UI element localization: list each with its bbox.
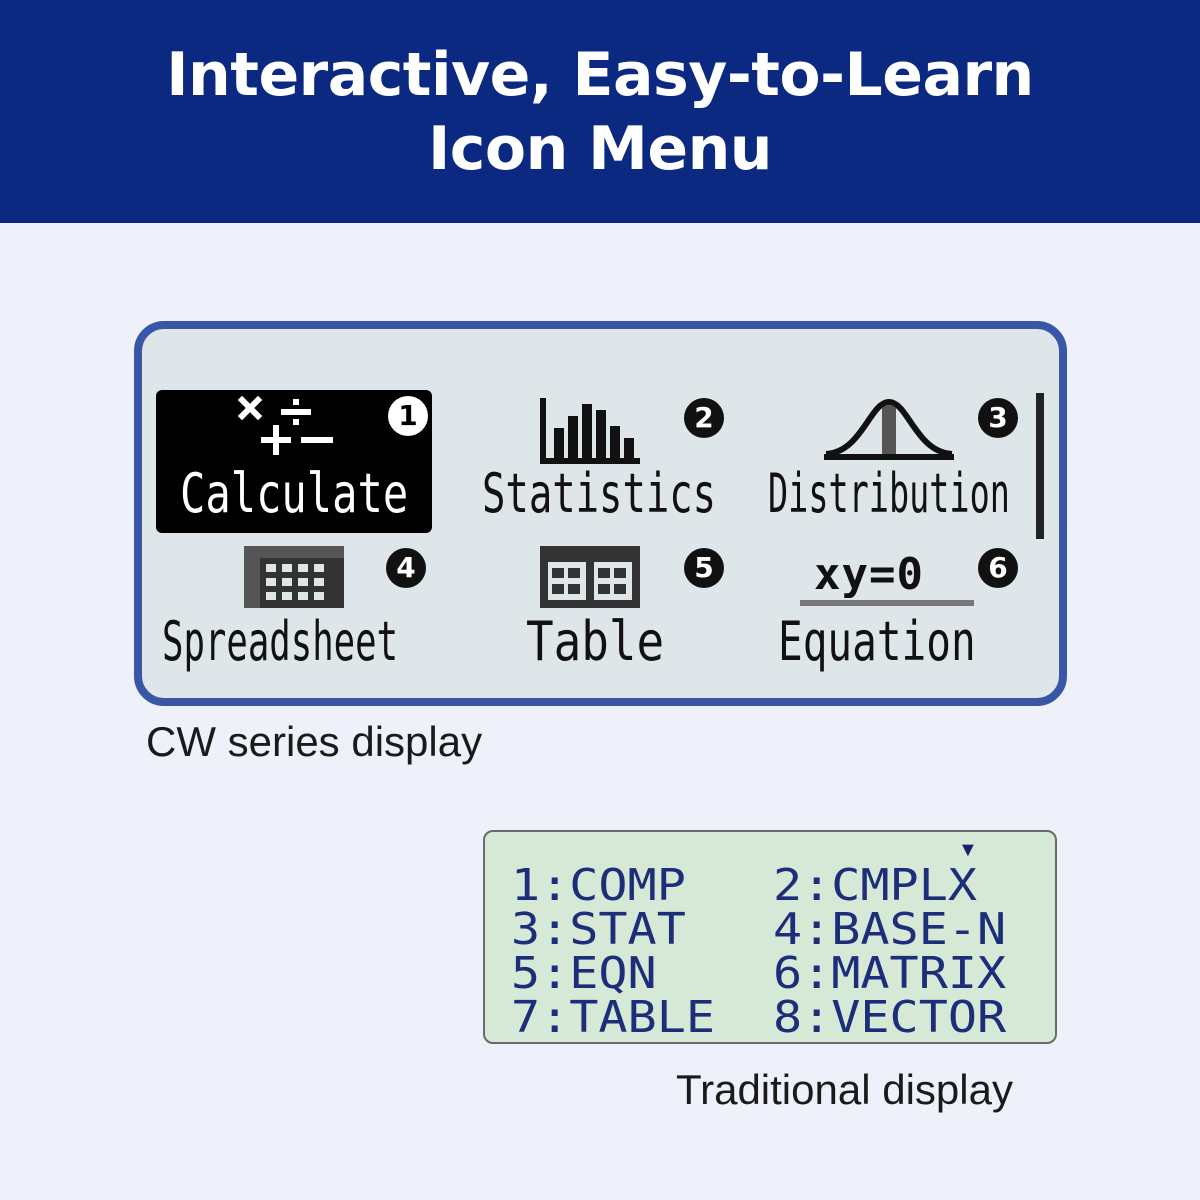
menu-item-number-badge: 1 (388, 396, 428, 436)
menu-item-label: Statistics (482, 462, 717, 525)
menu-item-equation[interactable]: xy=0 6 Equation (760, 538, 1030, 681)
spreadsheet-grid-icon (244, 546, 344, 608)
menu-item-number-badge: 2 (684, 398, 724, 438)
equation-icon-text: xy=0 (814, 549, 924, 600)
equation-icon-underline (800, 600, 974, 606)
menu-item-distribution[interactable]: 3 Distribution (760, 390, 1030, 533)
menu-item-spreadsheet[interactable]: 4 Spreadsheet (156, 538, 432, 681)
equation-icon: xy=0 (800, 552, 974, 608)
menu-item-label: Spreadsheet (162, 610, 399, 673)
menu-item-number-badge: 3 (978, 398, 1018, 438)
header-banner: Interactive, Easy-to-Learn Icon Menu (0, 0, 1200, 223)
scroll-down-indicator-icon: ▼ (958, 839, 978, 861)
trad-menu-item[interactable]: 2:CMPLX (773, 860, 977, 911)
trad-menu-item[interactable]: 8:VECTOR (773, 992, 1007, 1043)
menu-item-label: Equation (778, 610, 976, 673)
trad-menu-item[interactable]: 7:TABLE (511, 992, 715, 1043)
menu-item-number-badge: 6 (978, 548, 1018, 588)
trad-menu-item[interactable]: 1:COMP (511, 860, 686, 911)
banner-title-line-1: Interactive, Easy-to-Learn (166, 39, 1034, 110)
banner-title-line-2: Icon Menu (427, 113, 773, 184)
bar-chart-icon (540, 398, 640, 464)
trad-menu-item[interactable]: 6:MATRIX (773, 948, 1007, 999)
menu-item-table[interactable]: 5 Table (470, 538, 740, 681)
trad-menu-item[interactable]: 3:STAT (511, 904, 686, 955)
math-operators-icon (237, 396, 333, 455)
menu-item-statistics[interactable]: 2 Statistics (470, 390, 740, 533)
menu-item-label: Distribution (768, 462, 1010, 525)
traditional-screen: ▼ 1:COMP 2:CMPLX 3:STAT 4:BASE-N 5:EQN 6… (483, 830, 1057, 1044)
menu-item-label: Calculate (180, 462, 409, 525)
trad-menu-item[interactable]: 5:EQN (511, 948, 657, 999)
bell-curve-icon (824, 398, 954, 460)
table-icon (540, 546, 640, 608)
menu-item-number-badge: 4 (386, 548, 426, 588)
screen-scrollbar[interactable] (1036, 393, 1044, 539)
menu-item-calculate[interactable]: 1 Calculate (156, 390, 432, 533)
trad-menu-item[interactable]: 4:BASE-N (773, 904, 1007, 955)
menu-item-number-badge: 5 (684, 548, 724, 588)
cw-display-caption: CW series display (146, 718, 483, 765)
traditional-display-caption: Traditional display (676, 1066, 1013, 1113)
menu-item-label: Table (526, 610, 665, 673)
